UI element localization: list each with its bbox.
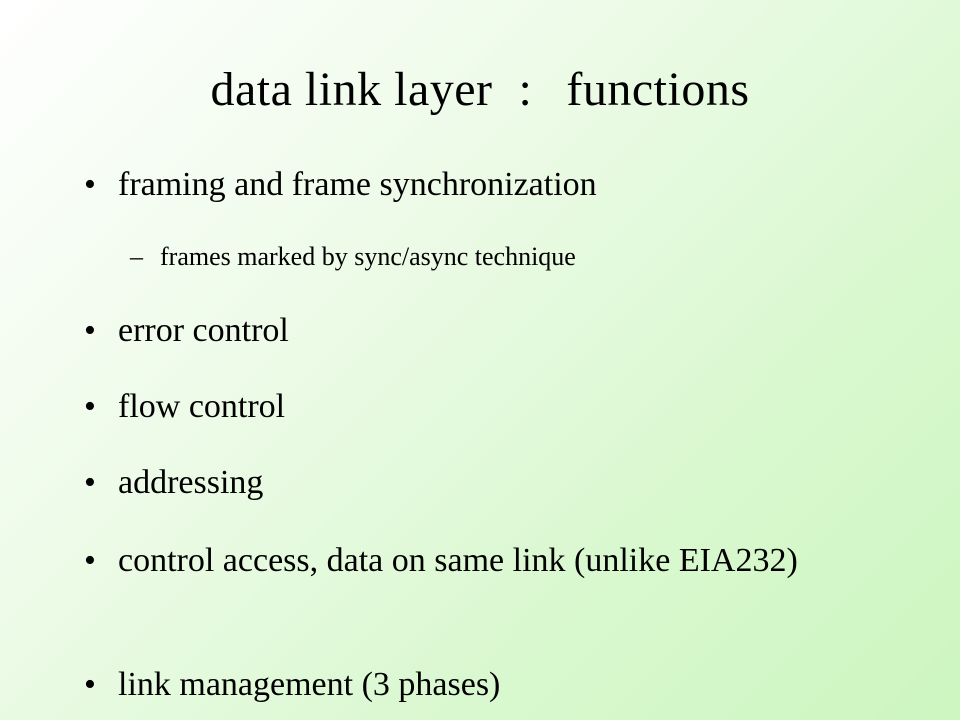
bullet-item: • error control xyxy=(84,310,864,352)
bullet-marker: • xyxy=(84,388,96,425)
bullet-item: • framing and frame synchronization xyxy=(84,164,864,206)
bullet-text: flow control xyxy=(118,388,286,425)
sub-bullet-marker: – xyxy=(130,242,143,271)
bullet-marker: • xyxy=(84,666,96,703)
bullet-item: • flow control xyxy=(84,386,864,428)
title-colon: : xyxy=(518,63,533,116)
title-left: data link layer xyxy=(210,63,493,116)
bullet-item: • addressing xyxy=(84,462,864,504)
bullet-marker: • xyxy=(84,464,96,501)
sub-bullet-item: – frames marked by sync/async technique xyxy=(130,240,870,274)
bullet-item: • control access, data on same link (unl… xyxy=(84,540,864,582)
bullet-text: error control xyxy=(118,312,289,349)
bullet-item: • link management (3 phases) xyxy=(84,664,864,706)
bullet-text: addressing xyxy=(118,464,264,501)
bullet-text: link management (3 phases) xyxy=(118,666,501,703)
title-right: functions xyxy=(566,63,750,116)
slide-title: data link layer: functions xyxy=(0,58,960,122)
bullet-text: control access, data on same link (unlik… xyxy=(118,542,798,579)
bullet-marker: • xyxy=(84,312,96,349)
sub-bullet-text: frames marked by sync/async technique xyxy=(160,242,576,271)
bullet-marker: • xyxy=(84,542,96,579)
bullet-marker: • xyxy=(84,166,96,203)
bullet-text: framing and frame synchronization xyxy=(118,166,597,203)
